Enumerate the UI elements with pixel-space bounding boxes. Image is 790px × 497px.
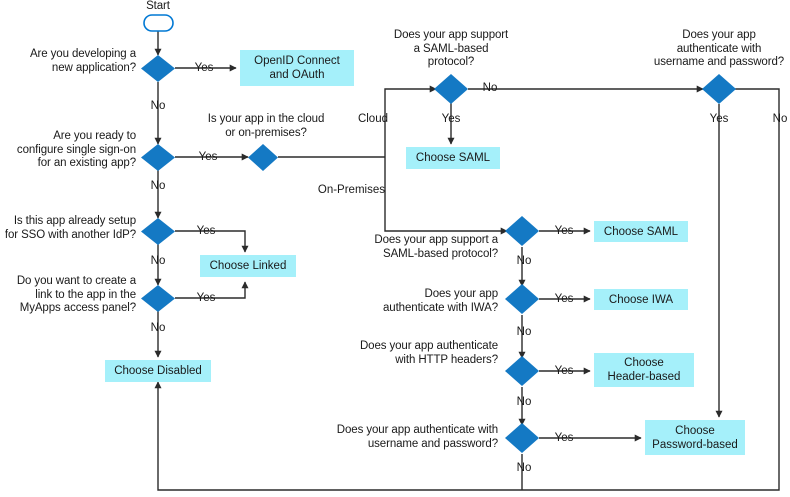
label-new-application: Are you developing a new application? [29,48,136,74]
diamond-cloud-or-onpremises [248,144,278,171]
diamond-new-application [141,55,175,82]
edge-label-otheridp-yes: Yes [196,225,216,237]
edge-label-iwa-no: No [516,326,532,338]
diamond-saml-cloud [434,74,468,104]
start-label: Start [146,0,170,12]
edge-label-samlcloud-no: No [482,82,498,94]
edge-label-myapps-no: No [150,322,166,334]
decision-diamonds [141,55,736,453]
diamond-myapps-link [141,285,175,312]
diamond-userpass-top [702,74,736,104]
edge-label-userpasstop-no: No [772,113,788,125]
outcome-choose-linked[interactable]: Choose Linked [200,255,296,277]
edge-label-samlonprem-yes: Yes [554,225,574,237]
label-userpass-bottom: Does your app authenticate with username… [336,424,498,450]
diamond-http-headers [505,356,539,386]
edge-label-samlonprem-no: No [516,255,532,267]
edge-label-userpassbot-no: No [516,462,532,474]
diamond-other-idp [141,218,175,245]
edge-label-samlcloud-yes: Yes [441,113,461,125]
edge-label-myapps-yes: Yes [196,292,216,304]
label-http-headers: Does your app authenticate with HTTP hea… [359,340,498,366]
edge-label-newapp-yes: Yes [194,62,214,74]
label-saml-cloud: Does your app support a SAML-based proto… [393,29,509,68]
edge-label-userpasstop-yes: Yes [709,113,729,125]
label-other-idp: Is this app already setup for SSO with a… [4,215,136,241]
edge-label-cloud: Cloud [357,113,388,125]
outcome-choose-password-based[interactable]: Choose Password-based [645,420,745,455]
label-userpass-top: Does your app authenticate with username… [653,29,785,68]
diamond-iwa [505,284,539,314]
label-myapps-link: Do you want to create a link to the app … [16,275,136,314]
edge-label-iwa-yes: Yes [554,293,574,305]
label-cloud-or-onpremises: Is your app in the cloud or on-premises? [207,113,325,139]
edge-label-newapp-no: No [150,100,166,112]
diamond-saml-onpremises [505,216,539,246]
label-saml-onpremises: Does your app support a SAML-based proto… [374,234,498,260]
start-oval [143,14,174,32]
diamond-userpass-bottom [505,423,539,453]
edge-label-userpassbot-yes: Yes [554,432,574,444]
edge-label-ready-no: No [150,180,166,192]
edge-label-headers-no: No [516,396,532,408]
label-iwa: Does your app authenticate with IWA? [383,288,498,314]
outcome-choose-saml-onpremises[interactable]: Choose SAML [594,221,688,242]
outcome-choose-saml-cloud[interactable]: Choose SAML [406,147,500,169]
outcome-openid-connect-oauth[interactable]: OpenID Connect and OAuth [240,50,354,86]
outcome-choose-iwa[interactable]: Choose IWA [594,289,688,310]
edge-label-otheridp-no: No [150,255,166,267]
edge-label-ready-yes: Yes [198,151,218,163]
diamond-ready-sso [141,144,175,171]
label-ready-sso: Are you ready to configure single sign-o… [16,130,136,169]
outcome-choose-disabled[interactable]: Choose Disabled [105,360,211,382]
edge-label-onpremises: On-Premises [317,184,385,196]
outcome-choose-header-based[interactable]: Choose Header-based [594,353,694,387]
edge-label-headers-yes: Yes [554,365,574,377]
